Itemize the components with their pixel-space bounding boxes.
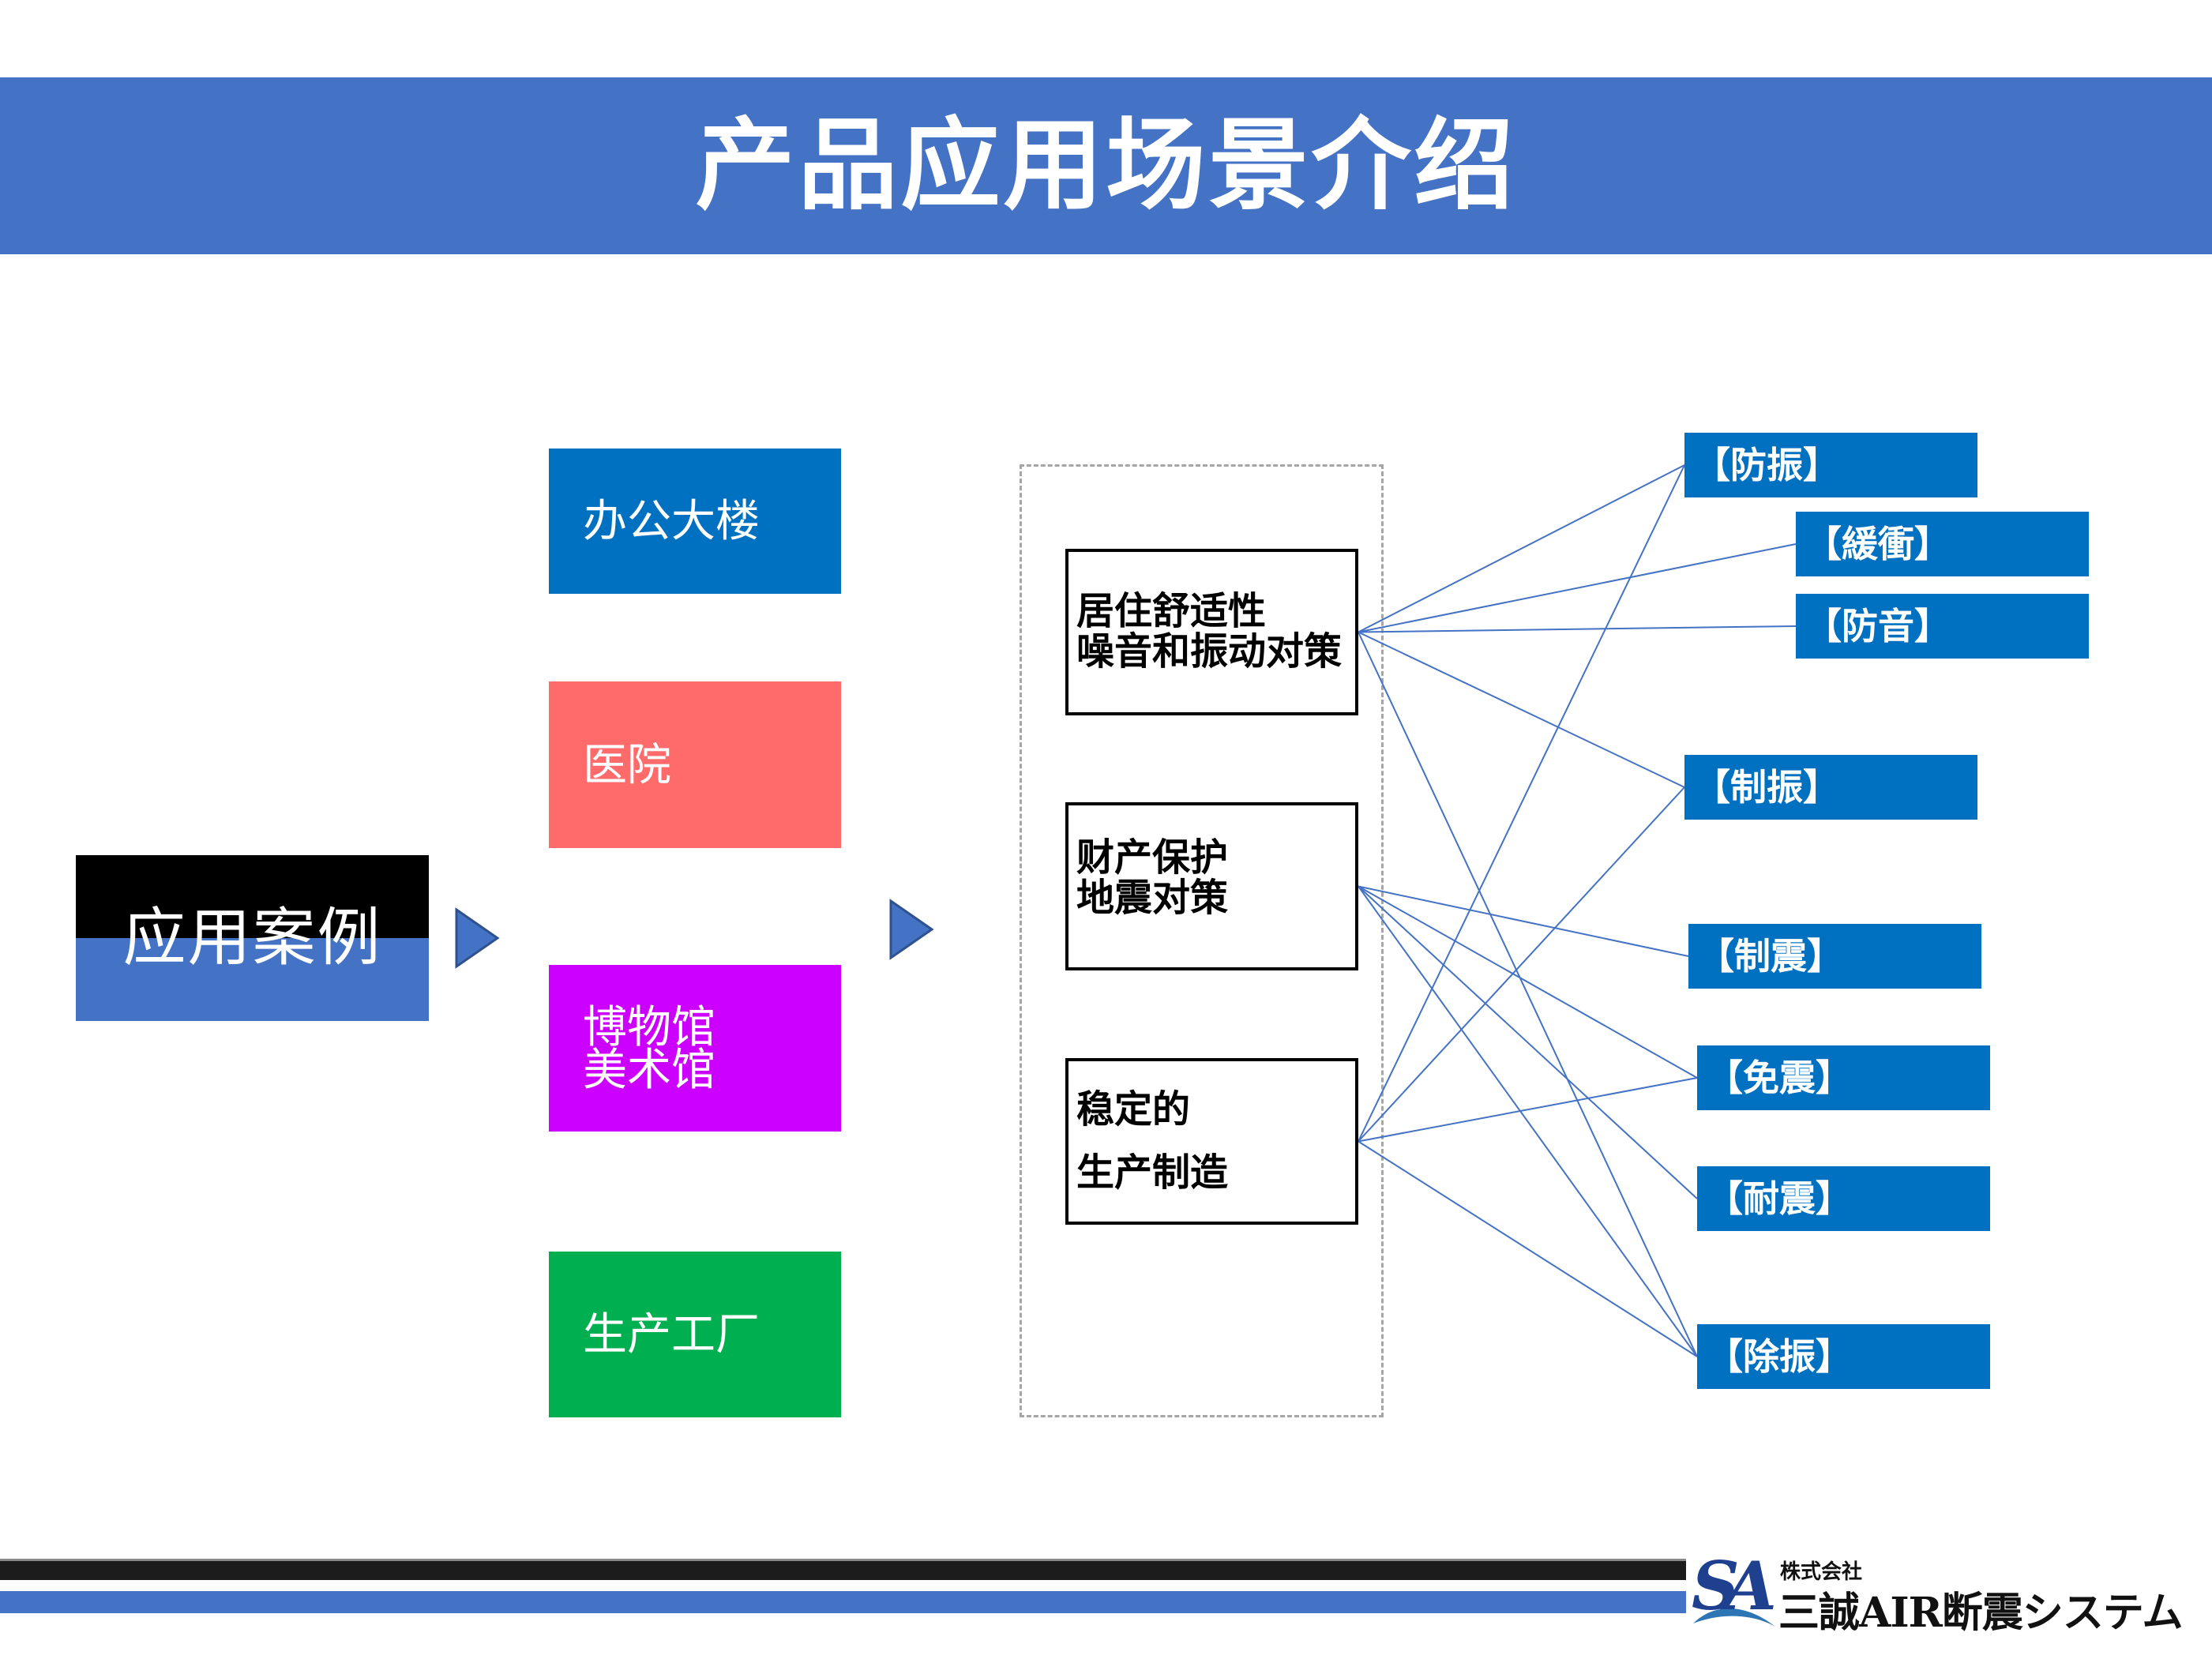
link-line (1358, 885, 1689, 957)
purpose-property-protection: 财产保护 地震对策 (1065, 802, 1358, 970)
solution-tag: 【免震】 (1697, 1045, 1990, 1110)
arrow-right-icon (889, 899, 934, 960)
company-logo-icon: SA (1692, 1548, 1778, 1627)
company-name: 三誠AIR断震システム (1778, 1589, 2183, 1637)
purpose-label: 财产保护 (1076, 837, 1229, 880)
case-label: 办公大楼 (583, 496, 760, 546)
link-line (1358, 885, 1698, 1357)
page-title: 产品应用场景介绍 (695, 110, 1517, 221)
link-line (1358, 632, 1698, 1357)
purpose-comfort: 居住舒适性 噪音和振动对策 (1065, 549, 1358, 715)
purpose-stable-production: 稳定的 生产制造 (1065, 1058, 1358, 1225)
footer-bar-dark (0, 1559, 1686, 1580)
solution-tag: 【防振】 (1684, 433, 1977, 497)
case-label: 博物馆 (583, 1002, 715, 1053)
purpose-label: 生产制造 (1076, 1151, 1229, 1194)
case-label: 美术馆 (583, 1044, 715, 1094)
category-label: 应用案例 (122, 903, 382, 973)
solution-tag: 【緩衝】 (1796, 512, 2089, 576)
category-box-top (76, 855, 429, 938)
link-line (1358, 885, 1698, 1079)
company-prefix: 株式会社 (1780, 1560, 1863, 1584)
solution-tag: 【制震】 (1688, 924, 1981, 989)
link-line (1358, 464, 1685, 633)
solution-tag: 【防音】 (1796, 594, 2089, 659)
category-box-bottom (76, 938, 429, 1021)
purpose-label: 稳定的 (1076, 1089, 1191, 1132)
footer-bar-blue (0, 1591, 1686, 1613)
purpose-label: 噪音和振动对策 (1076, 630, 1343, 673)
category-box: 应用案例 (76, 855, 429, 1021)
arrow-right-icon (455, 907, 500, 969)
logo-monogram: SA (1692, 1548, 1774, 1625)
purpose-label: 地震对策 (1076, 876, 1229, 919)
link-line (1358, 543, 1797, 633)
purpose-label: 居住舒适性 (1076, 591, 1267, 633)
title-bar: 产品应用场景介绍 (0, 77, 2212, 254)
link-line (1358, 786, 1685, 1143)
link-line (1358, 464, 1685, 1142)
case-museum: 博物馆 美术馆 (549, 965, 841, 1132)
link-line (1358, 885, 1698, 1199)
case-factory: 生产工厂 (549, 1252, 841, 1417)
link-line (1358, 1077, 1698, 1143)
solution-tag: 【耐震】 (1697, 1166, 1990, 1231)
case-label: 医院 (583, 739, 671, 790)
solution-tag: 【除振】 (1697, 1324, 1990, 1389)
solution-tag: 【制振】 (1684, 755, 1977, 820)
case-label: 生产工厂 (583, 1309, 760, 1359)
link-line (1358, 1140, 1698, 1357)
link-line (1358, 631, 1685, 788)
case-hospital: 医院 (549, 681, 841, 848)
case-office-building: 办公大楼 (549, 449, 841, 594)
link-line (1358, 625, 1797, 633)
